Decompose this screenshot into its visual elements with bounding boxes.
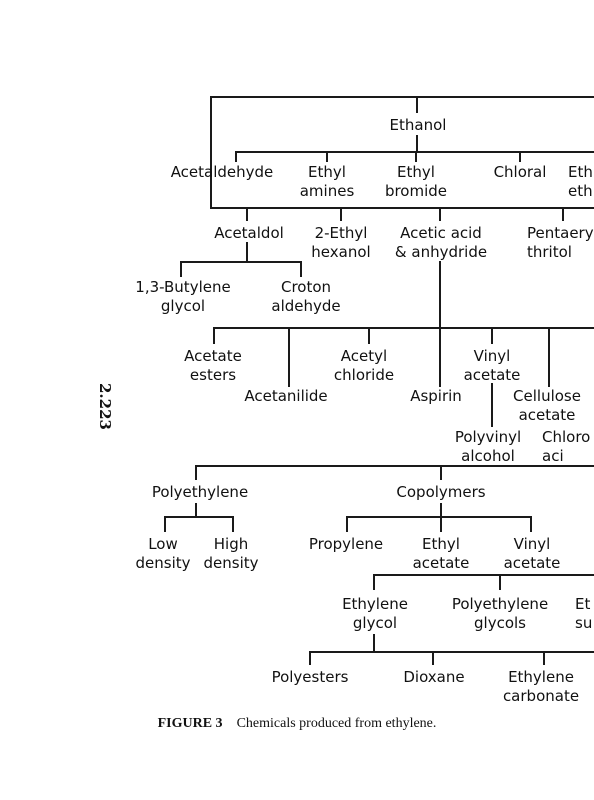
node-label-line: Polyethylene [152,483,248,501]
node-label-line: & anhydride [395,243,487,261]
node-label-line: aci [542,447,564,465]
node-label-line: Ethanol [390,116,447,134]
node-label-line: Acetate [184,347,242,365]
node-label-line: alcohol [461,447,515,465]
node-label-line: acetate [464,366,521,384]
node-label-line: 2-Ethyl [315,224,368,242]
node-label-line: density [204,554,259,572]
node-label-line: Acetaldehyde [171,163,274,181]
figure-caption-text: Chemicals produced from ethylene. [236,716,437,731]
node-label-line: esters [190,366,236,384]
node-label-line: 1,3-Butylene [135,278,230,296]
node-label-line: Polyesters [272,668,349,686]
node-chloral: Chloral [494,163,547,181]
node-label-line: Dioxane [403,668,464,686]
node-label-line: Aspirin [410,387,462,405]
node-label-line: acetate [504,554,561,572]
figure-caption: FIGURE 3 Chemicals produced from ethylen… [0,716,594,732]
node-dioxane: Dioxane [403,668,464,686]
node-acetanilide: Acetanilide [244,387,327,405]
connector-lines [164,96,594,665]
node-label-line: carbonate [503,687,579,705]
page-number: 2.223 [96,383,114,430]
node-label-line: Cellulose [513,387,581,405]
node-polyesters: Polyesters [272,668,349,686]
node-label-line: glycol [161,297,205,315]
node-label-line: glycol [353,614,397,632]
node-label-line: Acetanilide [244,387,327,405]
node-label-line: Propylene [309,535,383,553]
node-label-line: su [575,614,592,632]
node-label-line: density [136,554,191,572]
node-label-line: Polyvinyl [455,428,521,446]
node-label-line: bromide [385,182,447,200]
node-label-line: acetate [519,406,576,424]
node-label-line: Eth [568,163,593,181]
node-label-line: Acetic acid [400,224,482,242]
node-acetaldehyde: Acetaldehyde [171,163,274,181]
node-label-line: glycols [474,614,526,632]
node-label-line: Pentaery [527,224,594,242]
node-label-line: Ethylene [342,595,408,613]
node-label-line: aldehyde [271,297,340,315]
node-label-line: High [214,535,248,553]
node-copolymers: Copolymers [396,483,485,501]
node-label-line: Acetaldol [214,224,284,242]
node-label-line: eth [568,182,593,200]
node-propylene: Propylene [309,535,383,553]
node-label-line: thritol [527,243,572,261]
node-acetic-acid: Acetic acid& anhydride [395,224,487,261]
node-label-line: Ethyl [422,535,460,553]
node-label-line: Polyethylene [452,595,548,613]
node-label-line: Ethylene [508,668,574,686]
node-polyethylene: Polyethylene [152,483,248,501]
node-label-line: chloride [334,366,394,384]
node-acetaldol: Acetaldol [214,224,284,242]
node-label-line: acetate [413,554,470,572]
node-label-line: hexanol [311,243,370,261]
node-label-line: Low [148,535,178,553]
node-aspirin: Aspirin [410,387,462,405]
node-label-line: Acetyl [341,347,387,365]
node-label-line: Chloro [542,428,590,446]
figure-label: FIGURE 3 [157,716,223,731]
node-ethanol: Ethanol [390,116,447,134]
node-label-line: Et [575,595,590,613]
node-label-line: Copolymers [396,483,485,501]
node-label-line: amines [300,182,355,200]
node-label-line: Ethyl [308,163,346,181]
node-label-line: Vinyl [514,535,551,553]
node-label-line: Vinyl [474,347,511,365]
node-label-line: Chloral [494,163,547,181]
node-label-line: Ethyl [397,163,435,181]
node-label-line: Croton [281,278,331,296]
